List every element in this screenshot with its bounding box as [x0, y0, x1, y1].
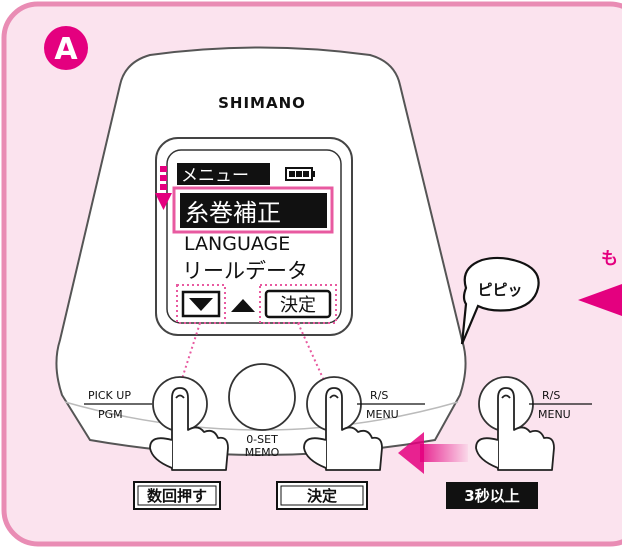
finger-center-icon: [303, 387, 383, 471]
selection-highlight: [172, 186, 334, 234]
pick-up-label: PICK UP: [88, 389, 131, 402]
edge-text: も: [601, 249, 618, 269]
edge-arrow-icon: [578, 284, 622, 316]
down-triangle-icon: [189, 298, 213, 311]
up-triangle-icon: [231, 299, 255, 312]
scroll-down-indicator-icon: [155, 166, 172, 210]
up-softkey[interactable]: [231, 299, 255, 312]
caption-confirm-text: 決定: [307, 487, 337, 505]
pointer-line-right: [297, 322, 327, 386]
menu-item-selected[interactable]: 糸巻補正: [185, 199, 281, 227]
caption-press-repeatedly-text: 数回押す: [147, 487, 207, 505]
menu-label-2: MENU: [538, 408, 571, 421]
finger-right-icon: [475, 387, 555, 471]
menu-item-language[interactable]: LANGUAGE: [184, 233, 290, 255]
enter-softkey[interactable]: 決定: [264, 289, 332, 319]
o-set-button[interactable]: [228, 363, 296, 431]
caption-press-repeatedly: 数回押す: [133, 481, 221, 510]
o-set-label: 0-SET: [246, 433, 278, 446]
rs-label: R/S: [370, 389, 388, 402]
marker-a-icon: A: [44, 26, 88, 70]
finger-left-icon: [149, 387, 229, 471]
marker-a-label: A: [54, 32, 78, 67]
caption-confirm: 決定: [276, 481, 368, 510]
memo-label: MEMO: [245, 446, 280, 459]
menu-label: MENU: [366, 408, 399, 421]
screen-header: メニュー: [177, 163, 315, 186]
menu-title: メニュー: [181, 166, 249, 186]
caption-hold-3s: 3秒以上: [446, 482, 538, 509]
beep-bubble: ピピッ: [460, 256, 540, 345]
arrow-left-icon: [398, 432, 468, 474]
brand-logo: SHIMANO: [218, 94, 306, 112]
pgm-label: PGM: [98, 408, 123, 421]
battery-icon: [285, 167, 315, 181]
menu-item-reel-data[interactable]: リールデータ: [182, 259, 308, 283]
enter-softkey-label: 決定: [280, 295, 316, 316]
pointer-line-left: [179, 322, 201, 386]
caption-hold-3s-text: 3秒以上: [464, 487, 519, 505]
rs-label-2: R/S: [542, 389, 560, 402]
beep-text: ピピッ: [477, 281, 522, 299]
down-softkey[interactable]: [181, 290, 221, 318]
down-softkey-highlight: [176, 284, 226, 324]
selected-item-bg: [180, 193, 327, 228]
